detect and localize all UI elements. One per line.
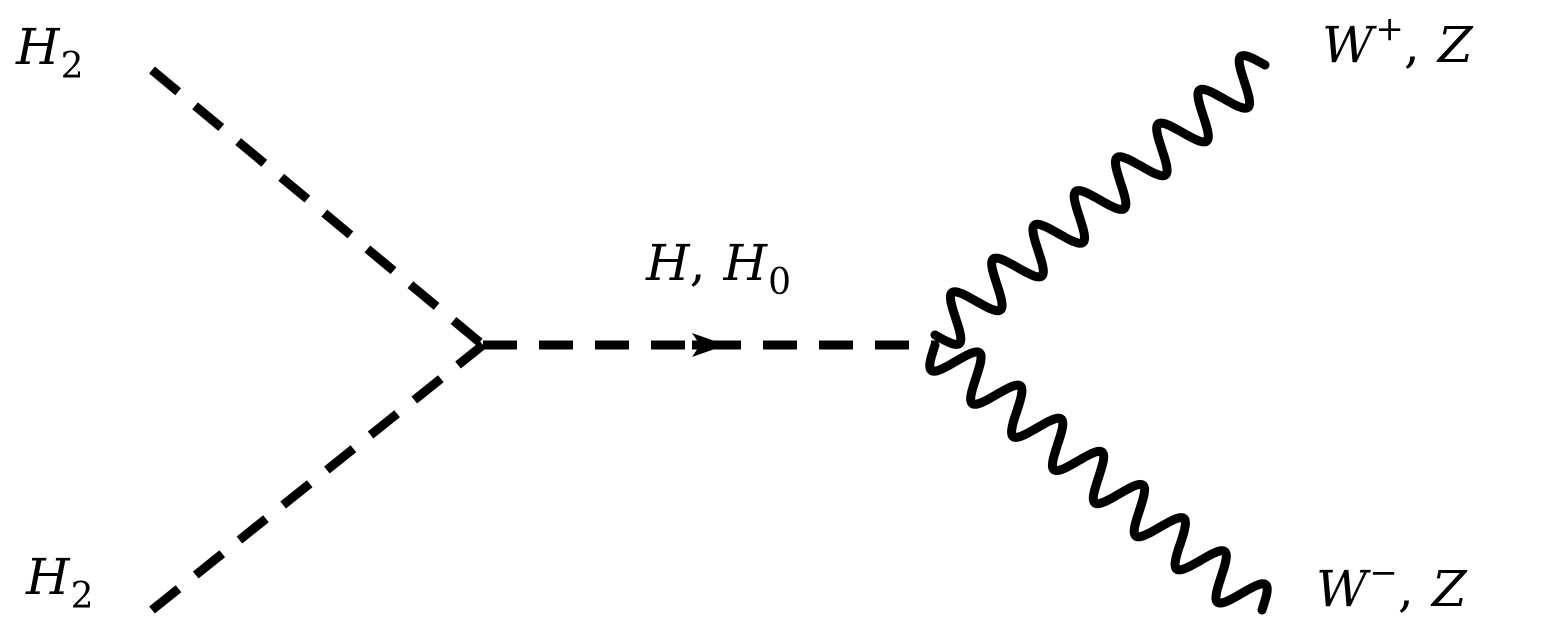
label-outgoing-wplus-z: W+,Z [1322, 12, 1473, 70]
label-subscript: 2 [60, 46, 84, 87]
label-w: W [1316, 560, 1368, 618]
label-z: Z [1431, 560, 1467, 618]
label-outgoing-wminus-z: W−,Z [1316, 556, 1467, 614]
label-h0: H [723, 234, 768, 292]
boson-line-out-top [930, 51, 1270, 349]
label-incoming-h2-bottom: H2 [26, 552, 94, 615]
label-separator: , [689, 234, 706, 292]
label-separator: , [1397, 560, 1414, 618]
scalar-line-in-bottom [149, 341, 486, 614]
scalar-line-in-top [149, 66, 486, 349]
label-separator: , [1403, 16, 1420, 74]
label-w: W [1322, 16, 1374, 74]
label-subscript: 0 [768, 262, 792, 303]
label-propagator-higgs: H,H0 [646, 238, 791, 301]
label-z: Z [1437, 16, 1473, 74]
label-h: H [646, 234, 690, 292]
label-subscript: 2 [70, 576, 94, 617]
label-incoming-h2-top: H2 [16, 22, 84, 85]
label-base: H [26, 548, 70, 606]
label-superscript: − [1369, 553, 1398, 593]
label-base: H [16, 18, 60, 76]
propagator-lines [149, 51, 1272, 615]
label-superscript: + [1375, 9, 1404, 49]
boson-line-out-bottom [925, 340, 1272, 615]
